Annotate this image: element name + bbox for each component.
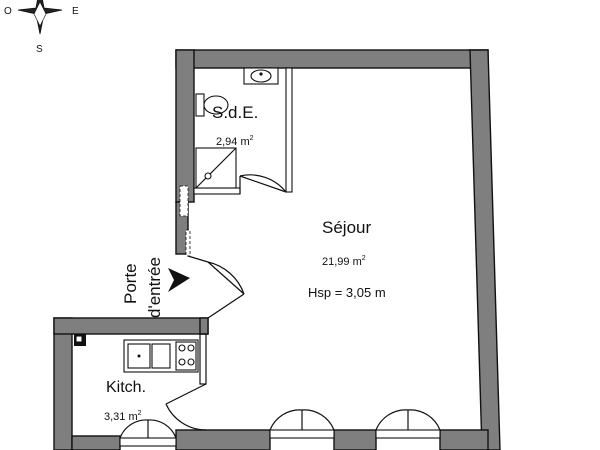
wall-bottom-4 — [439, 429, 489, 450]
living-name: Séjour — [322, 218, 371, 237]
room-labels: S.d.E. 2,94 m2 Séjour 21,99 m2 Hsp = 3,0… — [104, 103, 386, 423]
wall-bottom-2 — [175, 429, 271, 450]
wall-kitchen-top — [53, 317, 209, 335]
entrance-arrow-icon — [168, 268, 190, 292]
wall-left-upper — [175, 49, 195, 203]
wall-kitchen-partition — [199, 333, 207, 385]
bathroom-bottom-wall — [193, 187, 241, 195]
sink-icon — [127, 343, 171, 369]
bathroom-right-wall — [285, 67, 293, 193]
kitchen-fixtures — [74, 334, 199, 373]
compass-east: E — [72, 6, 79, 17]
compass-rose: O E S — [4, 0, 79, 55]
bathroom-name: S.d.E. — [212, 103, 258, 122]
entrance-label-line1: Porte — [121, 263, 140, 304]
bathroom-fixtures — [195, 67, 279, 189]
hatch-marks — [179, 185, 191, 257]
wall-entrance-right — [199, 317, 209, 335]
kitchen-name: Kitch. — [106, 379, 146, 396]
kitchen-area: 3,31 m2 — [104, 410, 142, 423]
cooktop-icon — [175, 341, 197, 371]
toilet-icon — [195, 93, 229, 117]
wall-kitchen-left — [53, 317, 73, 450]
window-kitchen — [119, 419, 177, 447]
bathroom-area: 2,94 m2 — [216, 135, 254, 148]
wall-bottom-1 — [71, 435, 121, 450]
compass-west: O — [4, 6, 12, 17]
kitchen-door — [165, 383, 207, 431]
bathroom-partitions — [193, 67, 293, 195]
windows — [119, 409, 441, 447]
living-area: 21,99 m2 — [322, 255, 366, 268]
entrance-label-line2: d'entrée — [145, 257, 164, 318]
wall-bottom-3 — [333, 429, 377, 450]
window-living-1 — [269, 409, 335, 439]
shower-icon — [195, 147, 237, 189]
entrance-door — [168, 255, 245, 319]
window-living-2 — [375, 409, 441, 439]
wall-right — [469, 49, 501, 450]
living-ceiling-height: Hsp = 3,05 m — [308, 285, 386, 300]
wall-top — [175, 49, 489, 69]
compass-south: S — [36, 44, 43, 55]
